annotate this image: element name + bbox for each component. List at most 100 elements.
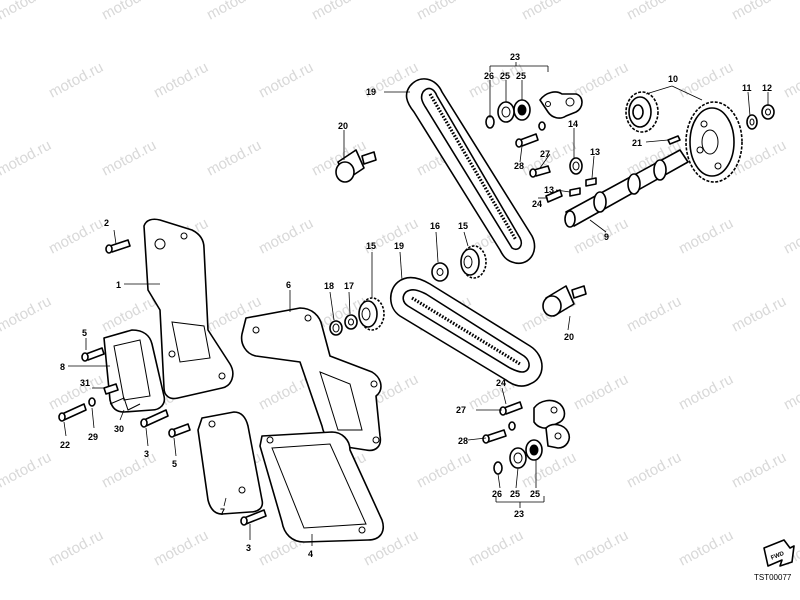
bolt-5-lower: [168, 423, 191, 438]
pulley-15-lower: [358, 297, 385, 331]
watermark-text-32: motod.ru: [676, 215, 736, 258]
callout-19: 19: [394, 241, 404, 251]
callout-7: 7: [220, 507, 225, 517]
watermark-text-3: motod.ru: [309, 0, 369, 24]
watermark-text-10: motod.ru: [151, 59, 211, 102]
spring-clip-30: [109, 397, 141, 411]
watermark-text-58: motod.ru: [729, 449, 789, 492]
callout-27: 27: [456, 405, 466, 415]
watermark-text-59: motod.ru: [0, 527, 1, 570]
callout-3: 3: [144, 449, 149, 459]
callout-14: 14: [568, 119, 578, 129]
nut-12: [761, 104, 775, 120]
watermark-text-66: motod.ru: [676, 527, 736, 570]
forward-arrow-icon: [763, 539, 795, 567]
callout-4: 4: [308, 549, 313, 559]
watermark-text-2: motod.ru: [204, 0, 264, 24]
pulley-15-middle: [460, 245, 487, 279]
watermark-text-52: motod.ru: [99, 449, 159, 492]
cover-4: [259, 431, 384, 543]
watermark-text-8: motod.ru: [0, 59, 1, 102]
callout-19: 19: [366, 87, 376, 97]
leader-lines: [63, 62, 769, 546]
watermark-text-1: motod.ru: [99, 0, 159, 24]
bolt-27-lower: [499, 401, 523, 416]
callout-15: 15: [366, 241, 376, 251]
upper-timing-belt: [405, 78, 536, 265]
callout-28: 28: [514, 161, 524, 171]
callout-10: 10: [668, 74, 678, 84]
watermark-text-41: motod.ru: [729, 293, 789, 336]
tensioner-bracket-upper: [539, 91, 583, 119]
tensioner-roller-lower: [493, 439, 543, 475]
callout-numbers: 23 26 25 25 10 11 12 19 20 14 21 27 13 2…: [60, 52, 772, 559]
callout-20: 20: [338, 121, 348, 131]
callout-25: 25: [516, 71, 526, 81]
callout-9: 9: [604, 232, 609, 242]
cam-gear-large: [685, 101, 743, 183]
bolt-3-lower: [240, 509, 267, 526]
callout-22: 22: [60, 440, 70, 450]
watermark-text-55: motod.ru: [414, 449, 474, 492]
gasket-8: [103, 329, 166, 413]
callout-11: 11: [742, 83, 752, 93]
callout-25: 25: [530, 489, 540, 499]
callout-23: 23: [514, 509, 524, 519]
callout-20: 20: [564, 332, 574, 342]
callout-2: 2: [104, 218, 109, 228]
washer-29: [88, 397, 96, 407]
cam-sprocket-small: [625, 91, 659, 133]
callout-25: 25: [510, 489, 520, 499]
callout-1: 1: [116, 280, 121, 290]
watermark-text-4: motod.ru: [414, 0, 474, 24]
watermark-text-33: motod.ru: [781, 215, 800, 258]
washer-lower: [508, 421, 516, 431]
watermark-text-34: motod.ru: [0, 293, 54, 336]
washer-16: [431, 262, 449, 282]
fwd-label: FWD: [770, 551, 786, 562]
watermark-text-15: motod.ru: [676, 59, 736, 102]
callout-25: 25: [500, 71, 510, 81]
lower-timing-belt: [389, 276, 543, 387]
watermark-text-16: motod.ru: [781, 59, 800, 102]
watermark-text-26: motod.ru: [46, 215, 106, 258]
ring-18: [329, 320, 343, 336]
watermark-text-48: motod.ru: [571, 371, 631, 414]
back-plate-1: [143, 218, 234, 400]
watermark-text-65: motod.ru: [571, 527, 631, 570]
drawing-code: TST00077: [754, 573, 792, 582]
watermark-text-17: motod.ru: [0, 137, 54, 180]
callout-13: 13: [544, 185, 554, 195]
watermark-text-42: motod.ru: [0, 371, 1, 414]
callout-21: 21: [632, 138, 642, 148]
bolt-24-upper: [545, 189, 563, 203]
callout-23: 23: [510, 52, 520, 62]
camshaft: [564, 149, 689, 228]
watermark-text-61: motod.ru: [151, 527, 211, 570]
callout-26: 26: [492, 489, 502, 499]
watermark-text-49: motod.ru: [676, 371, 736, 414]
watermark-text-9: motod.ru: [46, 59, 106, 102]
bolt-28-lower: [482, 429, 507, 444]
bushing-20-upper: [335, 149, 377, 183]
bolt-22: [58, 403, 87, 422]
callout-16: 16: [430, 221, 440, 231]
key-21: [667, 135, 681, 145]
watermark-text-40: motod.ru: [624, 293, 684, 336]
callout-28: 28: [458, 436, 468, 446]
watermark-text-18: motod.ru: [99, 137, 159, 180]
washer-11: [746, 114, 758, 130]
callout-27: 27: [540, 149, 550, 159]
callout-13: 13: [590, 147, 600, 157]
tensioner-roller-upper: [485, 99, 546, 131]
intermediate-plate-6: [240, 307, 382, 452]
cover-7: [197, 411, 264, 515]
watermark-text-50: motod.ru: [781, 371, 800, 414]
bolt-3-left: [140, 409, 169, 428]
callout-29: 29: [88, 432, 98, 442]
watermark-text-57: motod.ru: [624, 449, 684, 492]
watermark-text-25: motod.ru: [0, 215, 1, 258]
washer-14: [569, 157, 583, 175]
callout-24: 24: [496, 378, 506, 388]
